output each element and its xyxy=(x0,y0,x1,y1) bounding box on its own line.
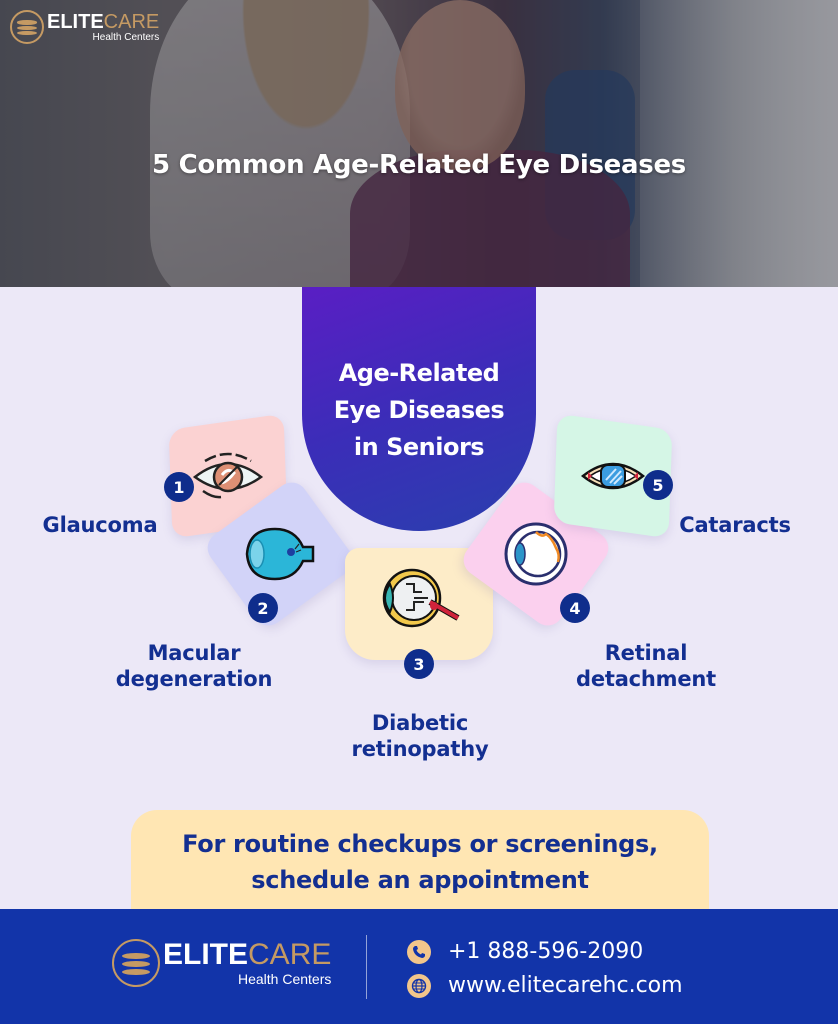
brand-logo-footer[interactable]: ELITE CARE Health Centers xyxy=(112,939,331,987)
eyeball-cross-section-icon xyxy=(245,527,315,581)
cloudy-lens-eye-icon xyxy=(580,462,646,490)
section-heading: Age-Related Eye Diseases in Seniors xyxy=(333,358,505,461)
step-badge-3: 3 xyxy=(404,649,434,679)
cta-text: For routine checkups or screenings, sche… xyxy=(182,830,658,894)
center-title-shield: Age-Related Eye Diseases in Seniors xyxy=(302,287,536,531)
disease-card-cataracts xyxy=(553,413,673,539)
phone-number: +1 888-596-2090 xyxy=(448,939,644,964)
footer-divider xyxy=(366,935,367,999)
disease-label-diabetic-retinopathy: Diabetic retinopathy xyxy=(351,711,489,761)
disease-label-cataracts: Cataracts xyxy=(679,513,791,537)
phone-link[interactable]: +1 888-596-2090 xyxy=(407,939,643,964)
logo-care-text: CARE xyxy=(103,10,160,33)
hero-photo-patient-body xyxy=(350,150,630,287)
disease-label-glaucoma: Glaucoma xyxy=(42,513,158,537)
hero-banner: 5 Common Age-Related Eye Diseases ELITE … xyxy=(0,0,838,287)
logo-subtitle: Health Centers xyxy=(237,971,332,987)
disease-label-retinal-detachment: Retinal detachment xyxy=(576,641,716,691)
disease-label-macular-degeneration: Macular degeneration xyxy=(115,641,273,691)
website-link[interactable]: www.elitecarehc.com xyxy=(407,973,683,998)
logo-subtitle: Health Centers xyxy=(92,31,160,43)
footer: ELITE CARE Health Centers +1 888-596-209… xyxy=(0,909,838,1024)
disease-card-macular-degeneration xyxy=(201,476,359,632)
logo-wave-icon xyxy=(112,939,160,987)
appointment-cta[interactable]: For routine checkups or screenings, sche… xyxy=(131,810,709,920)
step-badge-4: 4 xyxy=(560,593,590,623)
hero-overlay xyxy=(0,0,838,287)
disease-card-retinal-detachment xyxy=(457,476,615,632)
hero-photo-background xyxy=(640,0,838,287)
step-badge-2: 2 xyxy=(248,593,278,623)
disease-card-glaucoma xyxy=(168,413,288,539)
page-title: 5 Common Age-Related Eye Diseases xyxy=(152,150,686,180)
step-badge-5: 5 xyxy=(643,470,673,500)
brand-logo-top[interactable]: ELITE CARE Health Centers xyxy=(10,10,159,44)
detached-retina-icon xyxy=(504,522,568,586)
logo-elite-text: ELITE xyxy=(163,938,249,971)
hero-photo-patient-head xyxy=(395,0,525,170)
globe-icon xyxy=(407,973,431,998)
phone-icon xyxy=(407,939,431,964)
glaucoma-eye-icon xyxy=(192,452,264,499)
logo-care-text: CARE xyxy=(248,938,332,971)
logo-elite-text: ELITE xyxy=(47,10,104,33)
website-url: www.elitecarehc.com xyxy=(448,973,683,998)
logo-wave-icon xyxy=(10,10,44,44)
step-badge-1: 1 xyxy=(164,472,194,502)
retina-vessels-icon xyxy=(382,569,460,628)
